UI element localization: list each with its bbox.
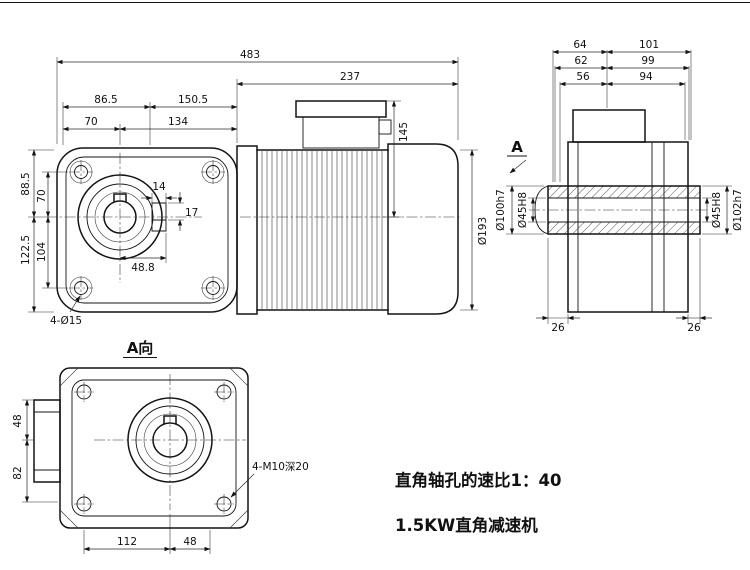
dim-label-17: 17 xyxy=(185,207,198,219)
dim-label-99: 99 xyxy=(641,55,654,67)
motor-flange xyxy=(236,145,258,315)
dim-v-top: 48 xyxy=(12,399,34,441)
side-cover xyxy=(33,399,61,483)
a-view-bore xyxy=(94,374,246,510)
gearbox-housing xyxy=(56,147,238,313)
label-4-m10: 4-M10深20 xyxy=(252,461,309,473)
bolt-hole-centermarks xyxy=(74,382,234,514)
callout-mount-holes: 4-Ø15 xyxy=(50,295,82,327)
output-shaft-bore xyxy=(46,153,202,283)
motor-body xyxy=(236,143,462,315)
a-direction-view: A向 48 xyxy=(12,339,309,554)
dim-label-d45h8-left: Ø45H8 xyxy=(517,192,529,228)
dim-label-145: 145 xyxy=(398,122,410,142)
dim-offset-left: 26 xyxy=(536,238,580,334)
dim-label-48-8: 48.8 xyxy=(131,262,154,274)
dim-label-48-bottom: 48 xyxy=(183,536,196,548)
dim-label-483: 483 xyxy=(240,49,260,61)
dim-box-height: 145 xyxy=(382,100,410,218)
note-ratio: 直角轴孔的速比1：40 xyxy=(395,470,561,490)
a-view-flange xyxy=(33,367,249,529)
label-4-d15: 4-Ø15 xyxy=(50,315,82,327)
dim-keyway-width: 14 xyxy=(141,181,177,203)
side-view-dimensions: 64 101 62 99 56 94 Ø100h7 Ø45H8 Ø45H8 xyxy=(495,39,744,334)
dim-left-bottom: 122.5 xyxy=(20,216,54,313)
dim-top-row3: 70 134 xyxy=(62,116,238,145)
motor-end-cap xyxy=(387,143,459,315)
bore-centerlines xyxy=(94,374,246,510)
side-housing xyxy=(567,109,689,313)
dim-label-d193: Ø193 xyxy=(477,217,489,245)
a-view-title: A向 xyxy=(123,339,157,358)
dim-label-d102h7: Ø102h7 xyxy=(732,189,744,231)
dim-right-outer-dia: Ø102h7 xyxy=(702,185,744,235)
terminal-box xyxy=(295,100,392,149)
dim-label-d100h7: Ø100h7 xyxy=(495,189,507,231)
dim-total-length: 483 xyxy=(56,49,459,144)
keyway-section-detail xyxy=(151,202,167,232)
dim-label-82: 82 xyxy=(12,466,24,479)
dim-label-122-5: 122.5 xyxy=(20,235,32,265)
dim-label-88-5: 88.5 xyxy=(20,172,32,195)
dim-label-62: 62 xyxy=(574,55,587,67)
dim-label-70-top: 70 xyxy=(84,116,97,128)
dim-left-bore-dia: Ø45H8 xyxy=(517,192,546,228)
dim-label-d45h8-right: Ø45H8 xyxy=(711,192,723,228)
dim-label-26-right: 26 xyxy=(687,322,701,334)
dim-offset-right: 26 xyxy=(676,238,712,334)
section-label-a: A xyxy=(507,138,527,174)
dim-label-112: 112 xyxy=(117,536,137,548)
a-view-title-text: A向 xyxy=(127,339,154,357)
dim-motor-length: 237 xyxy=(236,71,459,143)
notes: 直角轴孔的速比1：40 1.5KW直角减速机 xyxy=(395,470,561,535)
dim-v-bottom: 82 xyxy=(12,439,58,503)
dim-keyway-height: 17 xyxy=(168,192,198,231)
section-view-arrow xyxy=(509,159,527,174)
dim-label-134: 134 xyxy=(168,116,188,128)
dim-left-outer-dia: Ø100h7 xyxy=(495,185,544,235)
dim-label-14: 14 xyxy=(152,181,166,193)
dim-label-94: 94 xyxy=(639,71,653,83)
dim-label-64: 64 xyxy=(573,39,587,51)
a-view-dimensions: 48 82 112 48 4-M10深20 xyxy=(12,399,309,554)
dim-label-26-left: 26 xyxy=(551,322,565,334)
dim-top-rows: 64 101 62 99 56 94 xyxy=(552,39,692,182)
dim-motor-diameter: Ø193 xyxy=(460,149,489,311)
dim-h-bottom: 112 48 xyxy=(83,514,211,554)
hollow-shaft-section xyxy=(529,185,708,235)
dim-label-86-5: 86.5 xyxy=(94,94,117,106)
front-view-dimensions: 483 237 86.5 150.5 70 134 xyxy=(20,49,489,327)
dim-label-48-left: 48 xyxy=(12,414,24,427)
dim-label-150-5: 150.5 xyxy=(178,94,208,106)
dim-label-70-left: 70 xyxy=(36,189,48,202)
front-view: 483 237 86.5 150.5 70 134 xyxy=(20,49,489,327)
dim-left-top: 88.5 xyxy=(20,149,54,218)
cable-gland xyxy=(378,119,392,135)
corner-chamfers xyxy=(59,367,249,529)
dim-left-hole-top: 70 xyxy=(36,171,68,218)
dim-left-hole-bottom: 104 xyxy=(36,216,68,289)
cooling-fins xyxy=(261,151,383,309)
dim-label-104: 104 xyxy=(36,242,48,262)
motor-silhouette xyxy=(572,109,646,143)
dim-right-bore-dia: Ø45H8 xyxy=(702,192,723,228)
side-view: A 64 101 62 99 56 94 xyxy=(495,39,744,334)
dim-label-101: 101 xyxy=(639,39,659,51)
dim-center-offset: 48.8 xyxy=(119,233,167,274)
note-model: 1.5KW直角减速机 xyxy=(395,515,538,535)
dim-label-56: 56 xyxy=(576,71,590,83)
callout-tapped-holes: 4-M10深20 xyxy=(230,461,309,498)
dim-top-row2: 86.5 150.5 xyxy=(62,94,238,145)
dim-label-237: 237 xyxy=(340,71,360,83)
mount-hole-centermarks xyxy=(69,160,225,300)
section-letter: A xyxy=(511,138,523,156)
shaft-centerlines xyxy=(46,153,202,283)
